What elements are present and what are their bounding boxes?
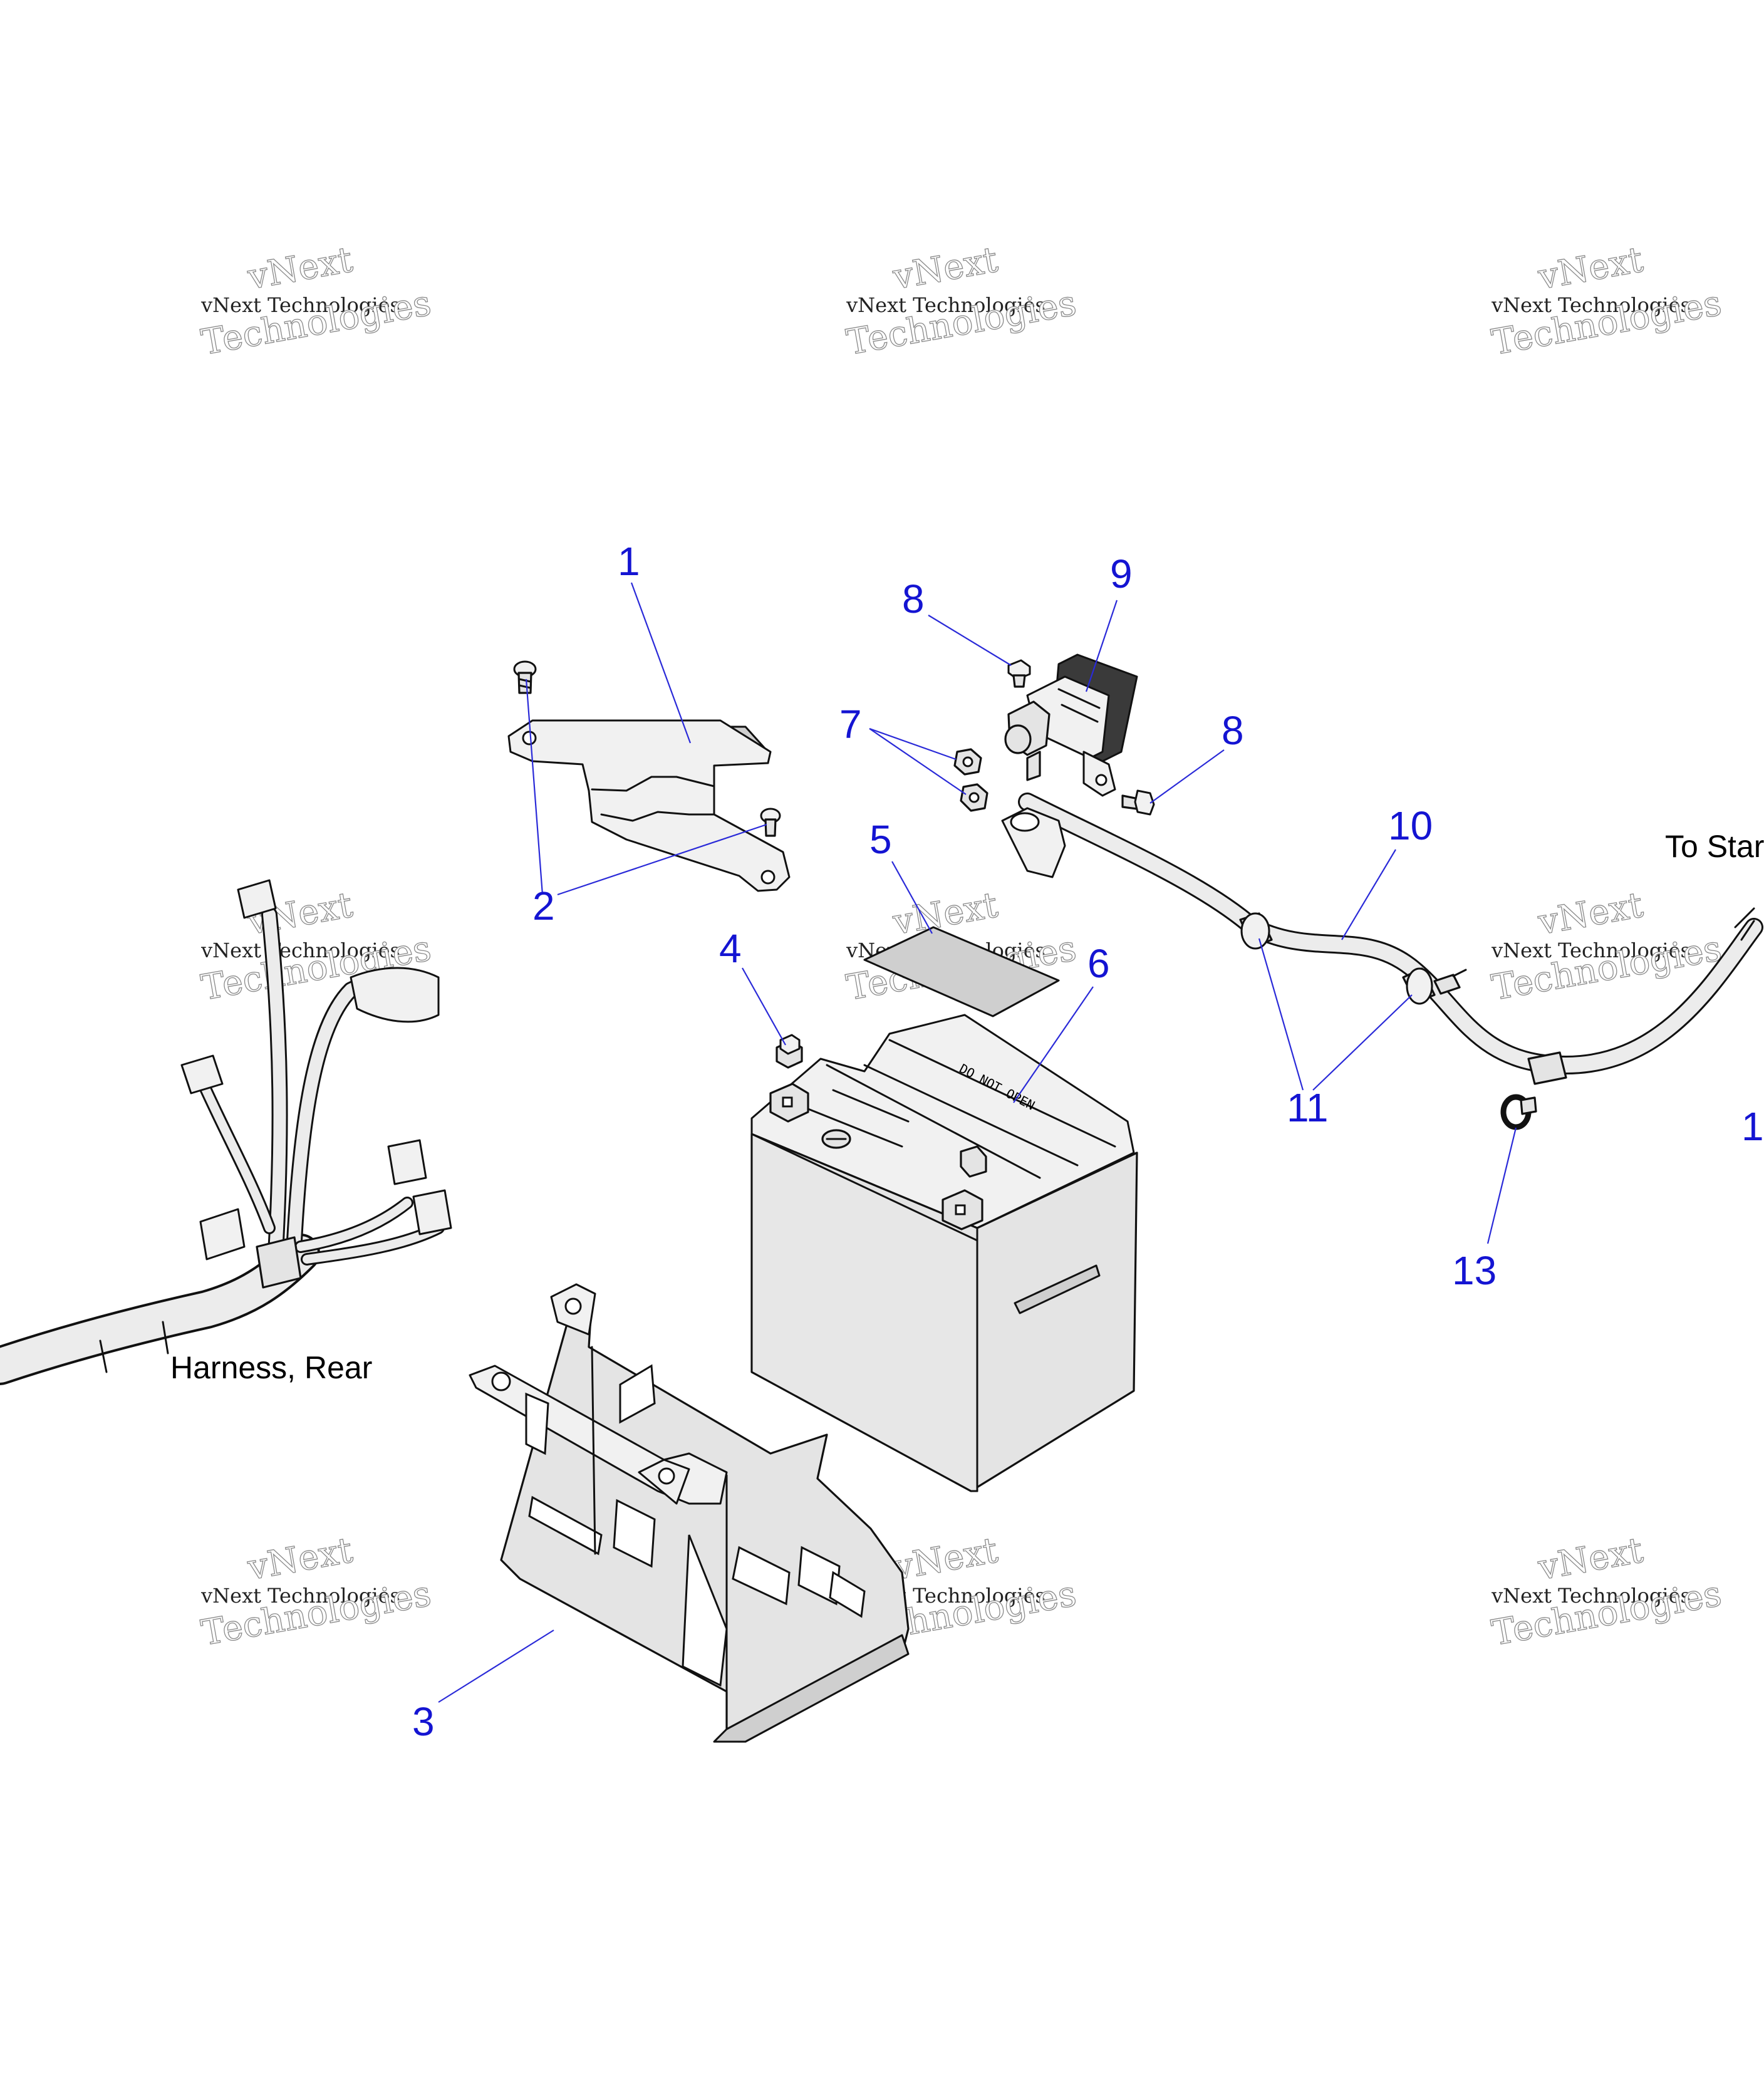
cable-clamp-right bbox=[1406, 967, 1467, 1005]
to-starter-label: To Star bbox=[1665, 829, 1764, 864]
callout-8-top: 8 bbox=[902, 576, 925, 621]
watermark-line1: vNext bbox=[890, 239, 1001, 298]
battery-pad bbox=[863, 926, 1060, 1017]
watermark: vNext vNext Technologies Technologies bbox=[198, 1529, 435, 1654]
terminal-nut-lower bbox=[960, 783, 988, 812]
callout-9: 9 bbox=[1110, 551, 1133, 596]
callout-2: 2 bbox=[532, 883, 555, 928]
solenoid-screw-side bbox=[1121, 789, 1155, 816]
hold-down-bracket bbox=[507, 719, 791, 892]
battery-tray bbox=[469, 1283, 910, 1743]
watermark: vNext vNext Technologies Technologies bbox=[1488, 239, 1725, 363]
terminal-bolt bbox=[776, 1034, 803, 1069]
battery: DO NOT OPEN bbox=[750, 1014, 1138, 1492]
watermark-line2: vNext Technologies bbox=[1491, 1584, 1691, 1608]
watermark-line1: vNext bbox=[1535, 239, 1646, 298]
callout-1: 1 bbox=[618, 539, 640, 584]
watermark-line1: vNext bbox=[1535, 885, 1646, 943]
leader-lines bbox=[438, 582, 1517, 1703]
callout-13: 13 bbox=[1452, 1248, 1497, 1293]
bracket-screw-right bbox=[760, 808, 781, 837]
watermark-line2: vNext Technologies bbox=[1491, 939, 1691, 962]
watermark-line1: vNext bbox=[244, 239, 356, 298]
callout-4: 4 bbox=[719, 926, 742, 971]
watermark-line2: vNext Technologies bbox=[1491, 293, 1691, 317]
watermark: vNext vNext Technologies Technologies bbox=[843, 239, 1080, 363]
watermark-line2: vNext Technologies bbox=[846, 293, 1045, 317]
starter-solenoid bbox=[1004, 653, 1138, 797]
watermark-line2: vNext Technologies bbox=[200, 939, 400, 962]
bracket-screw-top bbox=[513, 660, 537, 694]
watermark-line2: vNext Technologies bbox=[200, 1584, 400, 1608]
callout-5: 5 bbox=[869, 817, 892, 862]
terminal-nut-upper bbox=[953, 748, 982, 776]
callout-7: 7 bbox=[839, 702, 862, 747]
watermark: vNext vNext Technologies Technologies bbox=[1488, 884, 1725, 1009]
watermark: vNext vNext Technologies Technologies bbox=[1488, 1529, 1725, 1654]
callout-8-side: 8 bbox=[1222, 708, 1244, 753]
watermark-line1: vNext bbox=[244, 1530, 356, 1588]
callout-12-partial: 1 bbox=[1741, 1104, 1764, 1149]
callouts: 1 2 3 4 5 6 7 8 9 8 10 11 1 13 bbox=[412, 539, 1764, 1744]
callout-11: 11 bbox=[1287, 1085, 1328, 1130]
annotations: Harness, Rear To Star bbox=[170, 829, 1764, 1385]
callout-6: 6 bbox=[1087, 941, 1110, 986]
watermark: vNext vNext Technologies Technologies bbox=[198, 239, 435, 363]
cable-clamp-left bbox=[1240, 912, 1270, 950]
solenoid-screw-top bbox=[1007, 659, 1031, 688]
callout-10: 10 bbox=[1388, 803, 1433, 848]
callout-3: 3 bbox=[412, 1699, 435, 1744]
watermark-line1: vNext bbox=[890, 1530, 1001, 1588]
harness-rear-label: Harness, Rear bbox=[170, 1350, 372, 1385]
cable-tie-clip bbox=[1500, 1094, 1537, 1130]
watermark-line2: vNext Technologies bbox=[200, 293, 400, 317]
watermark-line1: vNext bbox=[1535, 1530, 1646, 1588]
rear-wire-harness bbox=[0, 879, 452, 1385]
